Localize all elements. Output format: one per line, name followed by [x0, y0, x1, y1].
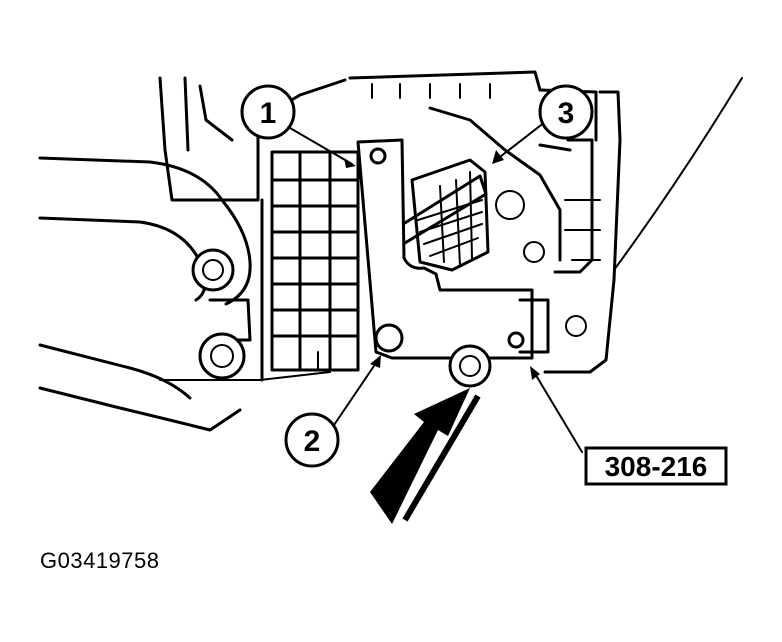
callout-3: 3 [538, 84, 594, 140]
valve-body-grid [270, 150, 360, 372]
callout-1-label: 1 [260, 97, 277, 130]
bolt [448, 298, 587, 388]
leader-lines [289, 77, 743, 453]
callout-1: 1 [240, 84, 296, 140]
figure-id: G03419758 [40, 548, 160, 573]
callout-2: 2 [284, 412, 340, 468]
callout-3-label: 3 [558, 97, 575, 130]
transmission-case [158, 70, 622, 382]
gear-assembly [382, 158, 545, 272]
pointing-arrow [370, 388, 481, 524]
callout-2-label: 2 [304, 425, 321, 458]
tool-label: 308-216 [605, 451, 708, 482]
special-tool-plate [356, 138, 534, 360]
tool-label-box: 308-216 [584, 446, 728, 486]
shift-cable-bracket [38, 156, 252, 432]
